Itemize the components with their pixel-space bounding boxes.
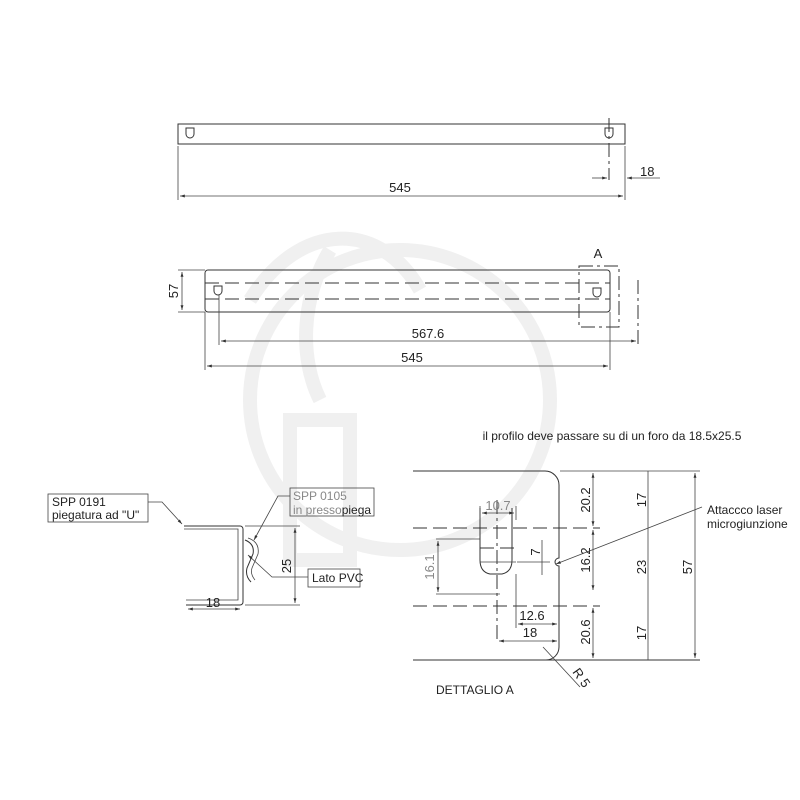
detail-a-note: il profilo deve passare su di un foro da… — [483, 429, 742, 443]
svg-text:20.6: 20.6 — [578, 619, 593, 644]
svg-text:SPP 0191: SPP 0191 — [52, 495, 106, 509]
hole-icon — [213, 285, 223, 296]
svg-text:57: 57 — [680, 560, 695, 574]
dim-545-front: 545 — [401, 350, 423, 365]
hole-icon — [604, 127, 614, 139]
svg-text:18: 18 — [523, 625, 537, 640]
detail-a-marker: A — [594, 246, 603, 261]
svg-text:7: 7 — [528, 548, 543, 555]
callout-spp-0191 — [47, 493, 149, 523]
watermark-logo — [243, 231, 557, 567]
top-view: 545 18 — [177, 118, 660, 200]
svg-text:17: 17 — [634, 493, 649, 507]
svg-text:R 5: R 5 — [570, 665, 594, 690]
detail-a: il profilo deve passare su di un foro da… — [413, 429, 788, 697]
front-view: A 57 567.6 545 — [166, 246, 639, 370]
svg-text:Attaccco laser: Attaccco laser — [707, 503, 782, 517]
dim-545-top: 545 — [389, 180, 411, 195]
svg-text:17: 17 — [634, 626, 649, 640]
detail-a-frame — [578, 265, 620, 328]
svg-text:12.6: 12.6 — [519, 608, 544, 623]
svg-text:16.1: 16.1 — [422, 554, 437, 579]
svg-text:Lato PVC: Lato PVC — [312, 571, 364, 585]
svg-text:microgiunzione: microgiunzione — [707, 517, 788, 531]
dim-567-6: 567.6 — [412, 326, 445, 341]
section-view: SPP 0191 piegatura ad "U" SPP 0105 in pr… — [47, 487, 375, 611]
hole-icon — [185, 127, 195, 139]
svg-text:in pressopiega: in pressopiega — [293, 503, 371, 517]
svg-text:25: 25 — [279, 559, 294, 573]
svg-text:23: 23 — [634, 560, 649, 574]
svg-text:10.7: 10.7 — [485, 498, 510, 513]
svg-text:20.2: 20.2 — [578, 487, 593, 512]
hole-icon — [592, 287, 602, 298]
svg-text:SPP 0105: SPP 0105 — [293, 489, 347, 503]
detail-a-title: DETTAGLIO A — [436, 683, 514, 697]
svg-text:16.2: 16.2 — [578, 547, 593, 572]
svg-text:18: 18 — [206, 595, 220, 610]
dim-18-top: 18 — [640, 164, 654, 179]
svg-text:piegatura ad "U": piegatura ad "U" — [52, 508, 139, 522]
dim-57-front: 57 — [166, 284, 181, 298]
callout-spp-0105 — [289, 487, 375, 517]
callout-lato-pvc — [307, 568, 361, 588]
